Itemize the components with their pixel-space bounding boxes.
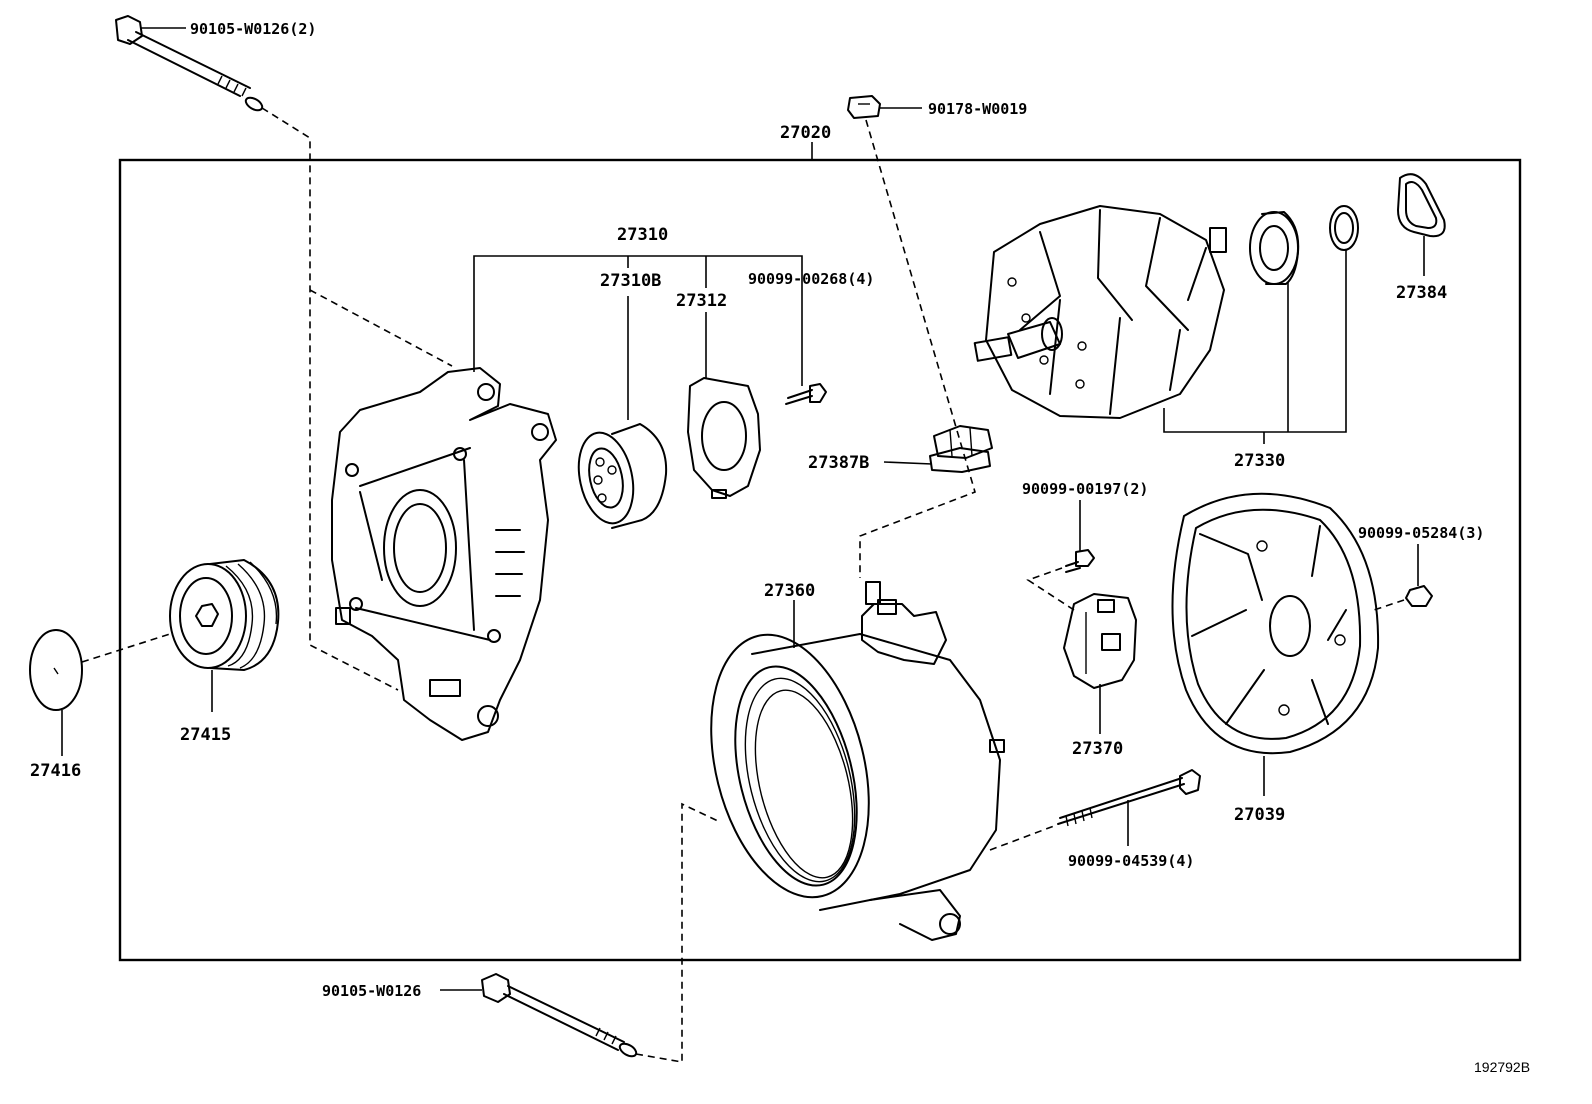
label-rear-cover-seal: 27384 bbox=[1396, 283, 1447, 303]
front-bearing-icon[interactable] bbox=[571, 423, 668, 529]
terminal-nut-icon[interactable] bbox=[847, 95, 881, 119]
stator-frame-icon[interactable] bbox=[686, 581, 1005, 941]
leader-rotor bbox=[1163, 250, 1347, 433]
label-brush-holder: 27370 bbox=[1072, 739, 1123, 759]
dash-through-bolt bbox=[989, 825, 1055, 851]
label-bolt-bottom: 90105-W0126 bbox=[322, 982, 421, 1000]
label-insulator: 27387B bbox=[808, 453, 869, 473]
leader-drive-frame bbox=[473, 255, 803, 372]
figure-code: 192792B bbox=[1474, 1059, 1530, 1075]
brush-screw-icon[interactable] bbox=[1065, 549, 1095, 573]
label-bolt-top: 90105-W0126(2) bbox=[190, 20, 316, 38]
pulley-cap-icon[interactable] bbox=[29, 629, 83, 711]
dash-bolt-bottom bbox=[635, 802, 721, 1063]
rotor-bearing-icon[interactable] bbox=[1249, 211, 1300, 285]
plate-screw-icon[interactable] bbox=[785, 383, 827, 405]
insulator-icon[interactable] bbox=[929, 425, 993, 473]
dash-cover-nut bbox=[1373, 599, 1405, 611]
pulley-icon[interactable] bbox=[169, 559, 280, 671]
label-pulley-cap: 27416 bbox=[30, 761, 81, 781]
label-assembly: 27020 bbox=[780, 123, 831, 143]
label-brush-screw: 90099-00197(2) bbox=[1022, 480, 1148, 498]
through-bolt-icon[interactable] bbox=[1057, 769, 1201, 827]
label-drive-frame-assy: 27310 bbox=[617, 225, 668, 245]
label-retainer-plate: 27312 bbox=[676, 291, 727, 311]
label-rear-end-cover: 27039 bbox=[1234, 805, 1285, 825]
brush-holder-icon[interactable] bbox=[1063, 593, 1137, 689]
bolt-top-icon[interactable] bbox=[115, 15, 264, 113]
label-cover-nut: 90099-05284(3) bbox=[1358, 524, 1484, 542]
spacer-ring-icon[interactable] bbox=[1329, 205, 1359, 251]
label-plate-screw: 90099-00268(4) bbox=[748, 270, 874, 288]
label-stator-frame: 27360 bbox=[764, 581, 815, 601]
rear-end-cover-icon[interactable] bbox=[1171, 492, 1380, 755]
label-through-bolt: 90099-04539(4) bbox=[1068, 852, 1194, 870]
label-rotor-assy: 27330 bbox=[1234, 451, 1285, 471]
label-terminal-nut: 90178-W0019 bbox=[928, 100, 1027, 118]
rotor-icon[interactable] bbox=[973, 205, 1227, 419]
leader-insulator bbox=[883, 461, 933, 465]
label-frame-sub: 27310B bbox=[600, 271, 661, 291]
cover-nut-icon[interactable] bbox=[1405, 585, 1433, 607]
drive-end-frame-icon[interactable] bbox=[331, 367, 557, 741]
dash-bolt-top bbox=[261, 107, 399, 691]
retainer-plate-icon[interactable] bbox=[687, 377, 761, 499]
dash-terminal bbox=[859, 119, 976, 578]
label-pulley: 27415 bbox=[180, 725, 231, 745]
assembly-frame bbox=[118, 158, 1522, 962]
rear-cover-seal-icon[interactable] bbox=[1397, 173, 1446, 238]
dash-bolt-top-2 bbox=[309, 289, 453, 367]
bolt-bottom-icon[interactable] bbox=[481, 973, 638, 1059]
dash-pulley bbox=[81, 633, 171, 663]
dash-brush-screw bbox=[1026, 567, 1075, 611]
